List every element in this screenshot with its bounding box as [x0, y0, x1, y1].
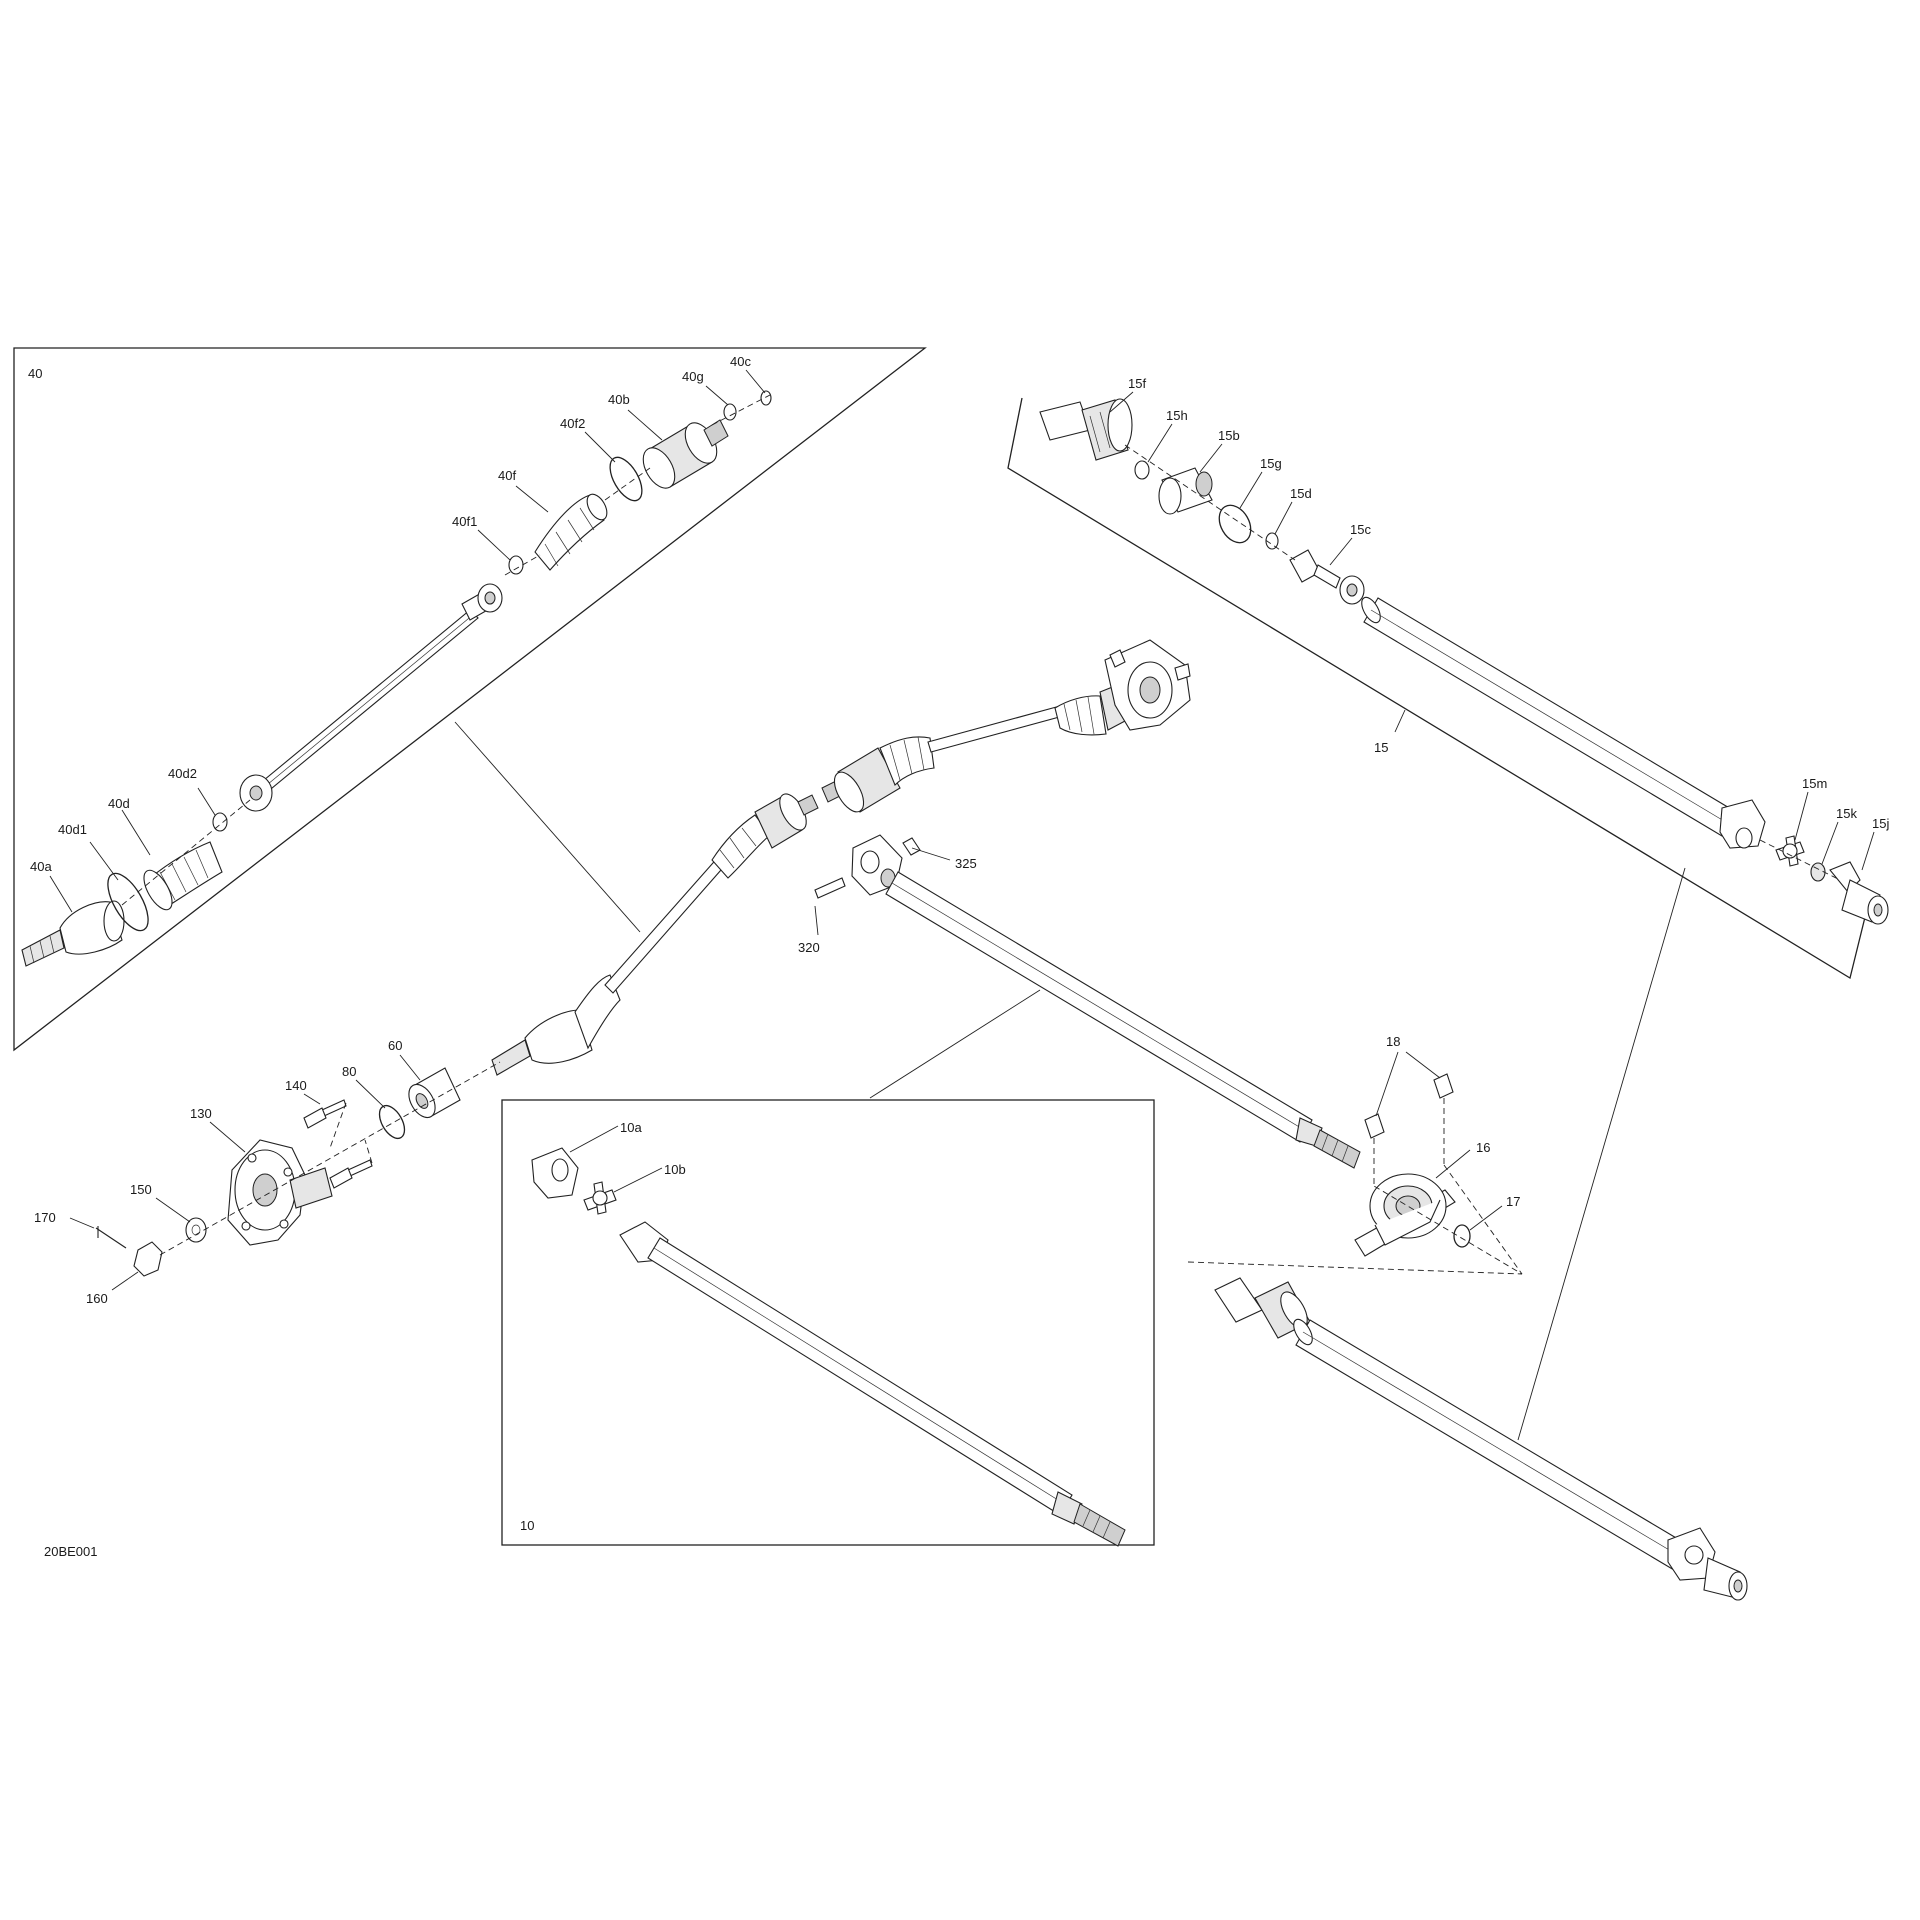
- callout-15j: 15j: [1872, 816, 1889, 831]
- callout-170: 170: [34, 1210, 56, 1225]
- bolt-18-left: [1364, 1113, 1385, 1139]
- callout-80: 80: [342, 1064, 356, 1079]
- ring-15d: [1265, 532, 1279, 550]
- prop-shaft-spline: [1313, 1129, 1361, 1169]
- callout-40d1: 40d1: [58, 822, 87, 837]
- inset-15-connector: [1517, 867, 1686, 1441]
- callout-40b: 40b: [608, 392, 630, 407]
- callout-140: 140: [285, 1078, 307, 1093]
- callout-60: 60: [388, 1038, 402, 1053]
- clamp-40f1: [508, 555, 524, 575]
- callout-10b: 10b: [664, 1162, 686, 1177]
- inset-40-front-axle: 40: [13, 347, 927, 1052]
- inset-10-prop-shaft: 10 10a 10b: [501, 1099, 1155, 1547]
- joint-15c: [1289, 549, 1365, 605]
- bearing-15b: [1158, 467, 1213, 515]
- end-yoke-15j: [1829, 861, 1889, 925]
- rear-shaft-stub: [1214, 1277, 1263, 1323]
- callout-15k: 15k: [1836, 806, 1857, 821]
- u-joint-cross-10b: [583, 1181, 617, 1215]
- callout-130: 130: [190, 1106, 212, 1121]
- inset-40-label: 40: [28, 366, 42, 381]
- inset-10-label: 10: [520, 1518, 534, 1533]
- inset-40-connector: [454, 721, 641, 933]
- hub-nut-160: [133, 1241, 163, 1277]
- bolt-320: [814, 877, 846, 899]
- callout-15c: 15c: [1350, 522, 1371, 537]
- ring-40c: [760, 390, 772, 406]
- callout-40d2: 40d2: [168, 766, 197, 781]
- callout-18: 18: [1386, 1034, 1400, 1049]
- inset-15-rear-prop-shaft: 15f 15h 15b 15g 15d 15c 15 15m 15k 15j: [1007, 376, 1889, 980]
- circlip-40g: [723, 403, 737, 421]
- main-front-axle-assembly: [491, 639, 1191, 1076]
- yoke-10a: [531, 1147, 579, 1199]
- o-ring-15g: [1218, 504, 1252, 544]
- center-bearing-group: 18 16 17: [1187, 1034, 1523, 1275]
- boot-40d: [143, 841, 223, 911]
- rear-shaft-tube: [1295, 1319, 1689, 1571]
- upper-axle-shaft: [927, 705, 1064, 753]
- inset-10-connector: [869, 989, 1041, 1099]
- front-axle-shaft: [239, 583, 503, 812]
- callout-40d: 40d: [108, 796, 130, 811]
- callout-17: 17: [1506, 1194, 1520, 1209]
- callout-40a: 40a: [30, 859, 52, 874]
- rear-shaft-u-joint: [1667, 1527, 1748, 1601]
- wheel-hub-130: [227, 1139, 333, 1246]
- callout-15f: 15f: [1128, 376, 1146, 391]
- axle-inner-spline: [797, 794, 819, 816]
- center-bearing-16: [1354, 1173, 1456, 1257]
- upper-axle-outer-boot: [1054, 695, 1107, 736]
- inset10-shaft-end: [1051, 1491, 1083, 1525]
- callout-40f2: 40f2: [560, 416, 585, 431]
- washer-150: [185, 1217, 207, 1243]
- boot-40f: [534, 493, 608, 571]
- bolt-325: [902, 837, 921, 856]
- callout-15h: 15h: [1166, 408, 1188, 423]
- u-joint-cross-15m: [1775, 835, 1805, 867]
- outer-cv-joint-40a: [21, 900, 125, 967]
- callout-15d: 15d: [1290, 486, 1312, 501]
- callout-40g: 40g: [682, 369, 704, 384]
- cotter-pin-170: [95, 1227, 127, 1249]
- callout-40f1: 40f1: [452, 514, 477, 529]
- ring-17: [1453, 1224, 1471, 1248]
- clamp-40f2: [609, 456, 643, 502]
- callout-325: 325: [955, 856, 977, 871]
- callout-16: 16: [1476, 1140, 1490, 1155]
- circlip-80: [378, 1104, 406, 1140]
- inset10-shaft-spline: [1073, 1503, 1126, 1547]
- callout-160: 160: [86, 1291, 108, 1306]
- boot-clamp-40d1: [107, 872, 149, 932]
- rear-lower-shaft: [1214, 1277, 1748, 1601]
- differential-flange: [1104, 639, 1191, 731]
- inner-joint-housing-40b: [642, 419, 729, 489]
- hub-assembly: 60 80 140 130 150 170 160: [34, 1038, 501, 1306]
- washer-15k: [1810, 862, 1826, 882]
- axle-outer-cv: [524, 1009, 593, 1064]
- callout-40f: 40f: [498, 468, 516, 483]
- callout-320: 320: [798, 940, 820, 955]
- callout-40c: 40c: [730, 354, 751, 369]
- axle-outer-boot: [574, 974, 621, 1050]
- wheel-studs-140: [303, 1099, 373, 1189]
- callout-15g: 15g: [1260, 456, 1282, 471]
- callout-15: 15: [1374, 740, 1388, 755]
- rear-prop-shaft-yoke: [1719, 799, 1766, 849]
- bolt-18-right: [1433, 1073, 1454, 1099]
- bearing-60: [408, 1067, 461, 1119]
- axle-outer-spline: [491, 1039, 531, 1076]
- coupler-15f: [1039, 398, 1133, 461]
- callout-15m: 15m: [1802, 776, 1827, 791]
- callout-15b: 15b: [1218, 428, 1240, 443]
- ring-15h: [1134, 460, 1150, 480]
- callout-10a: 10a: [620, 1120, 642, 1135]
- axle-shaft-mid: [604, 854, 729, 994]
- callout-150: 150: [130, 1182, 152, 1197]
- clamp-40d2: [212, 812, 228, 832]
- front-prop-shaft: 325 320: [798, 834, 1361, 1169]
- drawing-code: 20BE001: [44, 1544, 98, 1559]
